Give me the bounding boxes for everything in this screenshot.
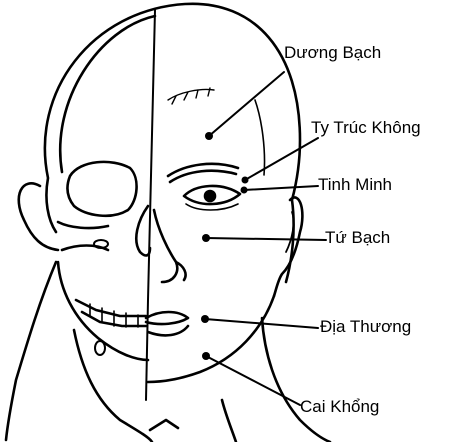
eyebrow [168, 164, 238, 182]
cheekbone [58, 222, 108, 250]
label-cai-khong: Cai Khổng [300, 398, 379, 415]
label-dia-thuong: Địa Thương [320, 318, 411, 335]
neck-right [262, 318, 330, 442]
label-duong-bach: Dương Bạch [284, 44, 381, 61]
leader-ty-truc-khong [245, 138, 318, 180]
label-ty-truc-khong: Ty Trúc Không [311, 119, 421, 136]
hair-texture [168, 88, 214, 104]
collar-mark [150, 420, 178, 430]
neck-left-inner [74, 330, 152, 442]
label-tinh-minh: Tinh Minh [318, 176, 392, 193]
face-jaw [148, 296, 274, 382]
skull-inner-outline [60, 16, 155, 172]
acupoint-markers [201, 132, 249, 360]
leader-duong-bach [209, 72, 284, 136]
temple-line [255, 100, 265, 175]
left-ear [19, 183, 58, 250]
nose [154, 210, 186, 282]
iris [205, 191, 215, 201]
neck-left [6, 262, 56, 440]
lips [146, 312, 188, 335]
eye-socket [67, 162, 136, 216]
nasal-cavity [136, 206, 150, 255]
neck-mid [222, 400, 236, 442]
leader-tinh-minh [244, 186, 318, 190]
skull-jaw [58, 262, 148, 360]
leader-lines [205, 72, 326, 405]
label-tu-bach: Tứ Bạch [325, 229, 390, 246]
leader-tu-bach [206, 238, 326, 240]
head-outline [45, 4, 300, 282]
leader-cai-khong [206, 356, 300, 405]
jaw-hole [95, 341, 105, 355]
